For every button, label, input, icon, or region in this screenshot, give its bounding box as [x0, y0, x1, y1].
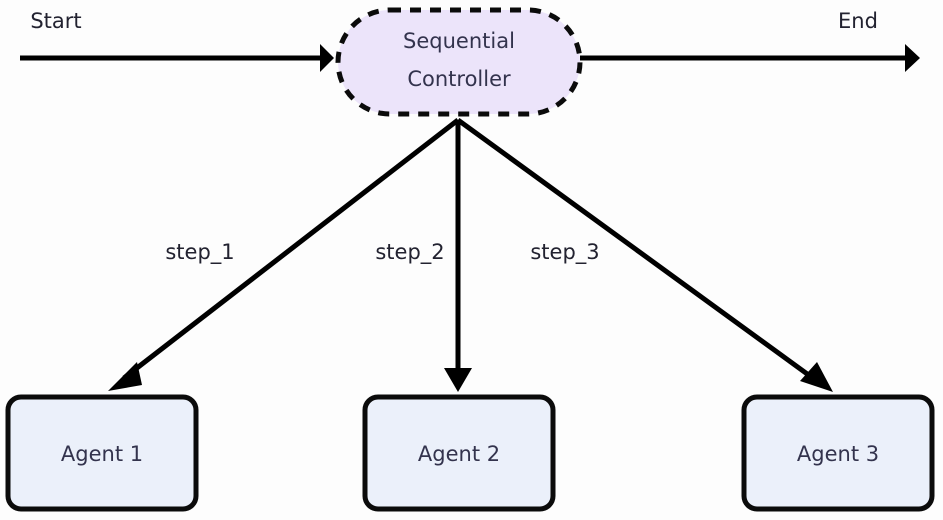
- edge-label-step-1: step_1: [165, 240, 234, 265]
- edge-step-3-arrowhead-icon: [800, 362, 833, 392]
- start-label: Start: [30, 9, 81, 33]
- node-sequential-controller[interactable]: Sequential Controller: [335, 7, 583, 117]
- node-agent-3[interactable]: Agent 3: [741, 394, 935, 512]
- end-label: End: [838, 9, 878, 33]
- node-agent-1[interactable]: Agent 1: [5, 394, 199, 512]
- agent-2-box[interactable]: [362, 394, 556, 512]
- edge-step-2: [444, 120, 472, 392]
- agent-1-label: Agent 1: [61, 442, 143, 466]
- agent-3-box[interactable]: [741, 394, 935, 512]
- controller-label-line-1: Sequential: [403, 29, 515, 53]
- controller-shape[interactable]: [335, 7, 583, 117]
- edge-label-step-2: step_2: [375, 240, 444, 265]
- end-arrowhead-icon: [905, 44, 920, 72]
- edge-step-1-line: [122, 118, 460, 380]
- node-agent-2[interactable]: Agent 2: [362, 394, 556, 512]
- agent-2-label: Agent 2: [418, 442, 500, 466]
- edge-step-3: [456, 117, 833, 392]
- controller-label-line-2: Controller: [407, 67, 511, 91]
- end-edge: [580, 44, 920, 72]
- agent-3-label: Agent 3: [797, 442, 879, 466]
- edge-step-1: [108, 118, 460, 391]
- edge-label-step-3: step_3: [530, 240, 599, 265]
- edge-step-1-arrowhead-icon: [108, 362, 142, 391]
- edge-step-2-arrowhead-icon: [444, 368, 472, 392]
- start-arrowhead-icon: [320, 44, 334, 72]
- agent-1-box[interactable]: [5, 394, 199, 512]
- start-edge: [20, 44, 334, 72]
- edge-step-3-line: [456, 117, 812, 379]
